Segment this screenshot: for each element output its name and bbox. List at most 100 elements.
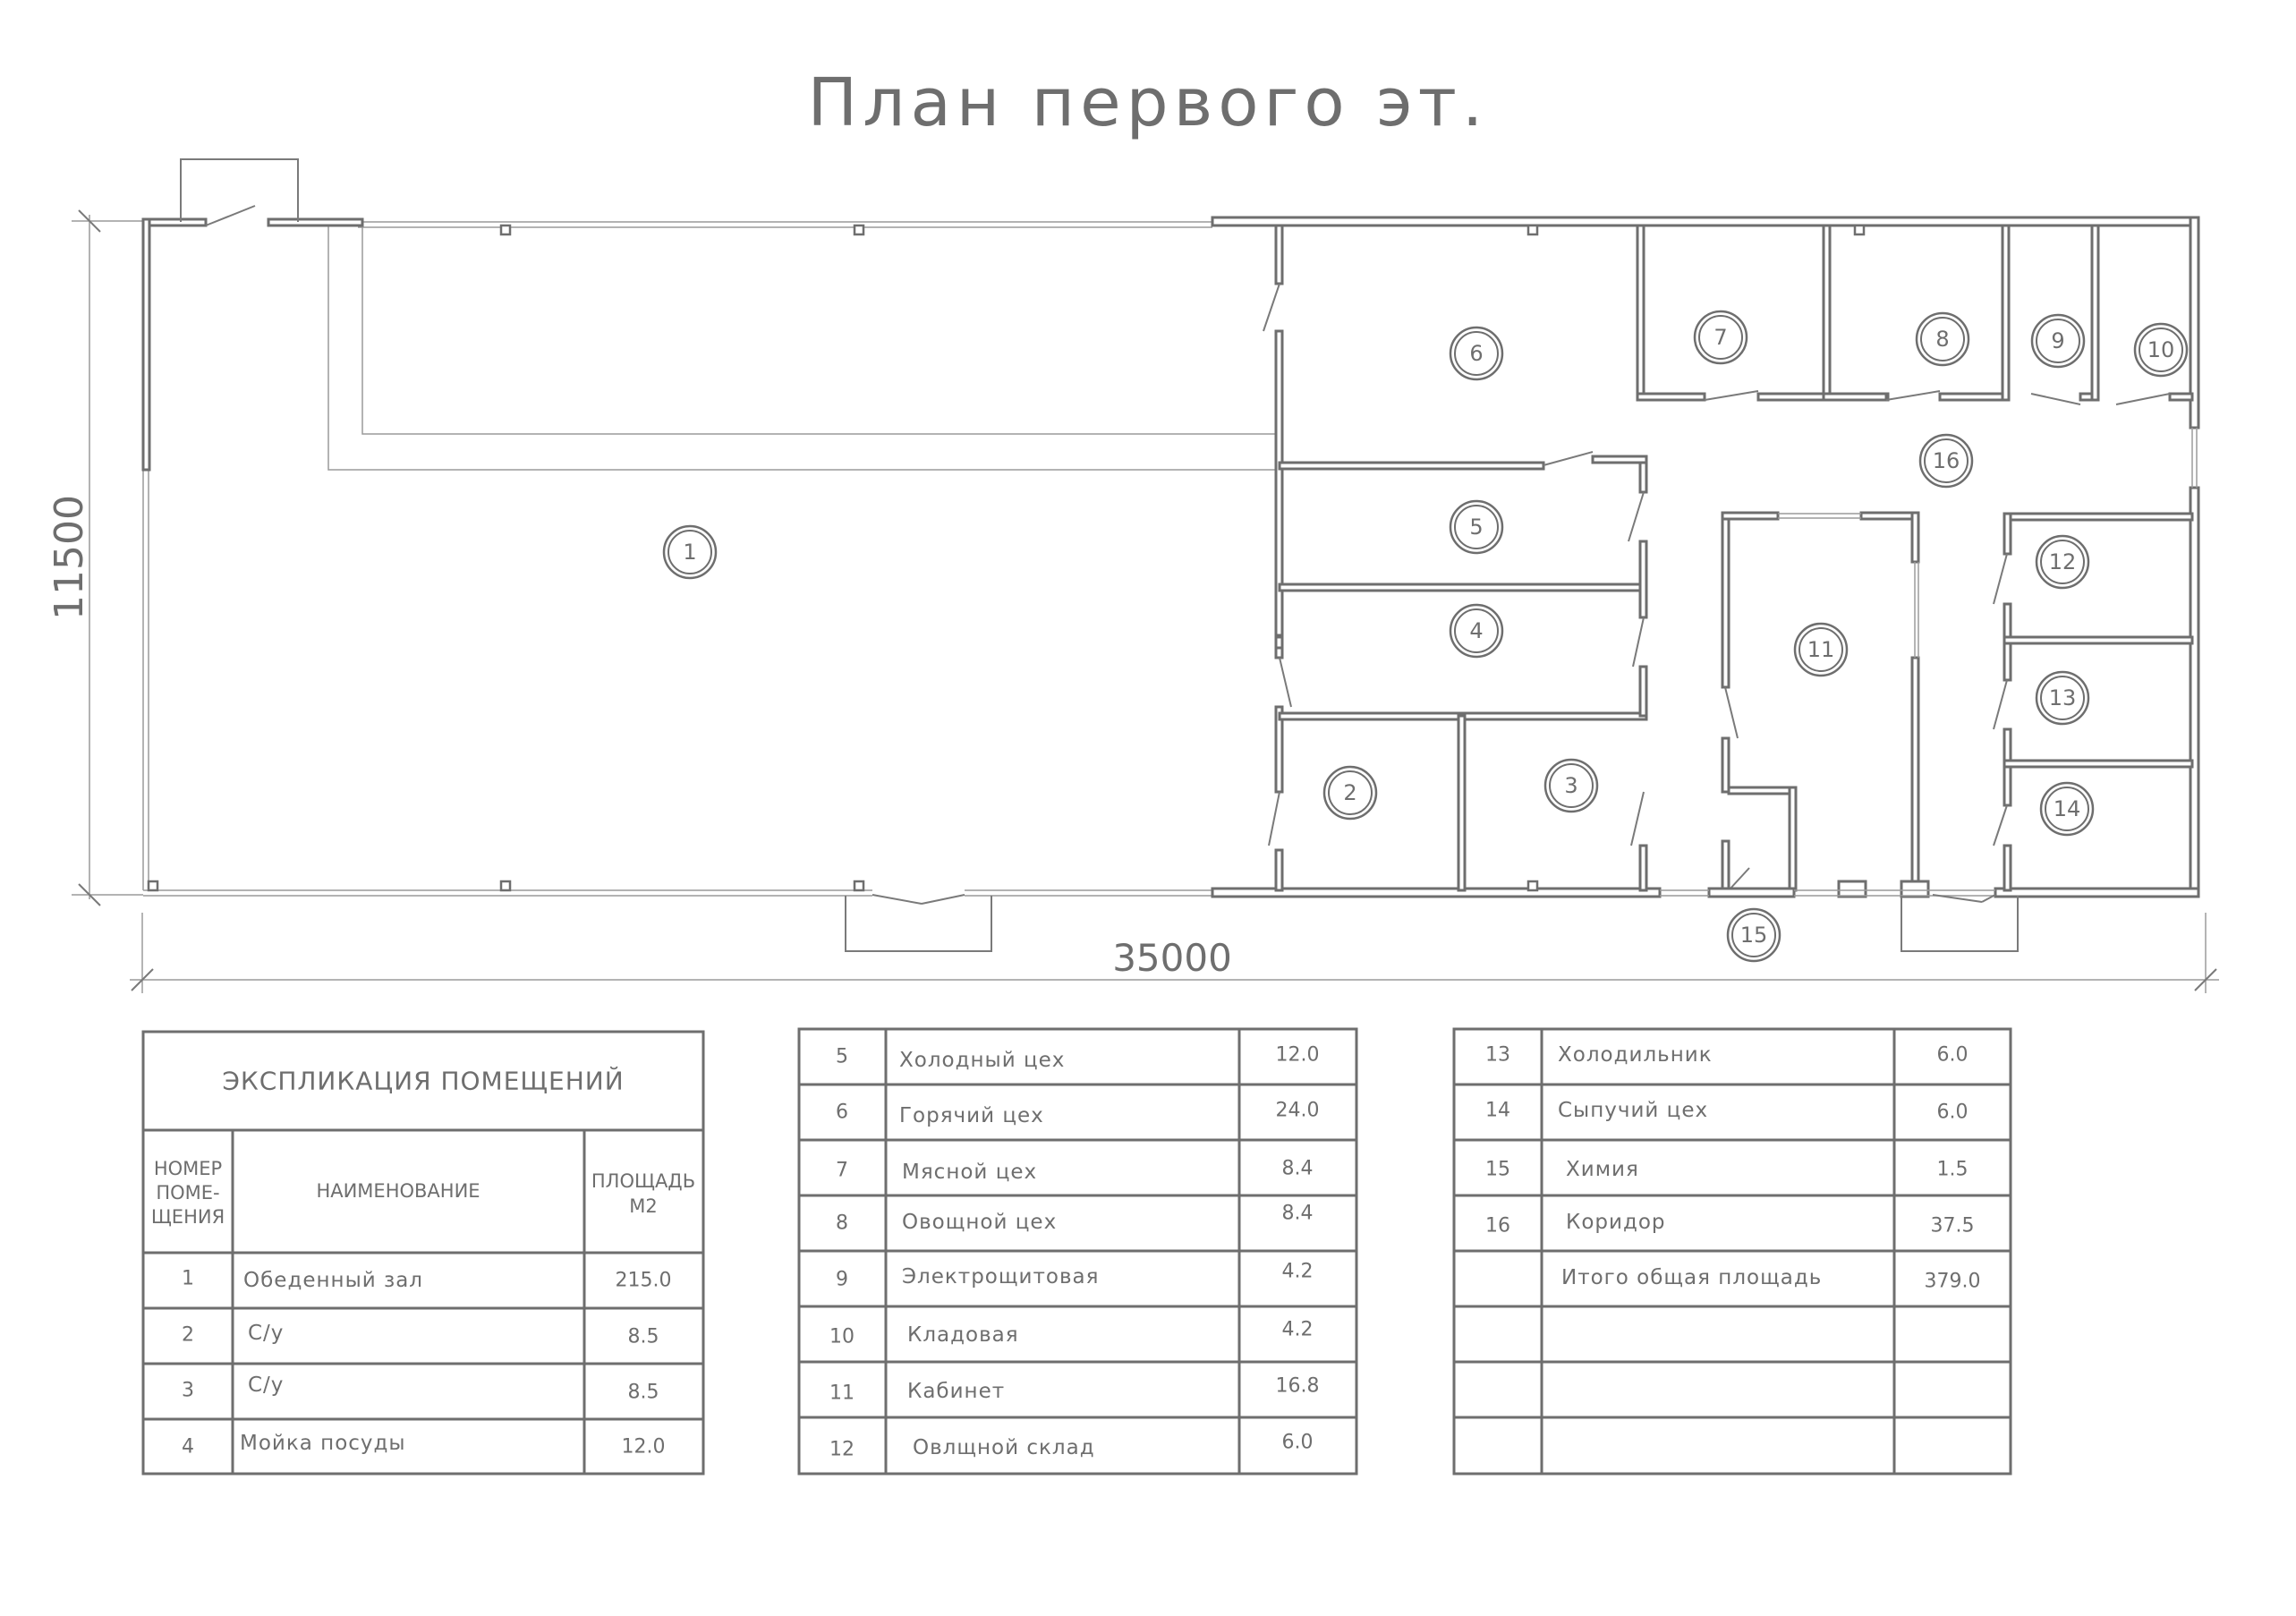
total-label: Итого общая площадь — [1561, 1266, 1822, 1289]
table-total-row: Итого общая площадь 379.0 — [1561, 1266, 1980, 1293]
header-area-2: М2 — [629, 1195, 657, 1217]
row-name: С/у — [248, 1322, 284, 1345]
explication-table-1: ЭКСПЛИКАЦИЯ ПОМЕЩЕНИЙ НОМЕР ПОМЕ- ЩЕНИЯ … — [141, 1030, 705, 1476]
row-area: 4.2 — [1282, 1319, 1314, 1341]
row-name: Химия — [1566, 1158, 1639, 1181]
header-number-2: ПОМЕ- — [156, 1182, 219, 1203]
row-number: 9 — [836, 1269, 848, 1291]
room-tag-2: 2 — [1322, 765, 1378, 821]
room-tag-6: 6 — [1449, 326, 1504, 381]
room-tag-12: 12 — [2035, 534, 2090, 590]
dimension-length-label: 35000 — [1112, 936, 1232, 980]
table-row: 1 Обеденный зал 215.0 — [182, 1268, 671, 1293]
room-tag-5: 5 — [1449, 499, 1504, 555]
room-tag-10: 10 — [2133, 322, 2189, 378]
room-tags: 1 2 3 4 5 6 7 8 9 10 11 12 13 14 15 16 — [662, 310, 2189, 963]
table-row: 6 Горячий цех 24.0 — [836, 1100, 1319, 1128]
row-name: Овлщной склад — [913, 1436, 1095, 1459]
row-area: 6.0 — [1282, 1432, 1314, 1454]
row-number: 8 — [836, 1212, 848, 1235]
row-number: 12 — [829, 1439, 855, 1461]
total-area: 379.0 — [1925, 1271, 1981, 1293]
row-number: 15 — [1485, 1159, 1510, 1181]
svg-text:16: 16 — [1933, 448, 1960, 473]
table-row: 12 Овлщной склад 6.0 — [829, 1432, 1314, 1461]
columns — [147, 224, 1866, 892]
row-name: Кладовая — [907, 1323, 1019, 1347]
row-area: 12.0 — [1276, 1044, 1320, 1067]
row-number: 16 — [1485, 1215, 1510, 1238]
explication-table-2: 5 Холодный цех 12.0 6 Горячий цех 24.0 7… — [797, 1027, 1358, 1476]
row-area: 215.0 — [616, 1270, 672, 1292]
table-row: 13 Холодильник 6.0 — [1485, 1043, 1969, 1067]
row-number: 10 — [829, 1326, 855, 1348]
dimension-width-label: 11500 — [47, 495, 92, 620]
room-tag-8: 8 — [1915, 311, 1970, 367]
row-number: 6 — [836, 1101, 848, 1124]
row-area: 8.5 — [628, 1326, 659, 1348]
row-area: 4.2 — [1282, 1261, 1314, 1283]
row-number: 3 — [182, 1380, 194, 1402]
room-tag-13: 13 — [2035, 670, 2090, 726]
svg-text:8: 8 — [1935, 327, 1949, 352]
svg-text:1: 1 — [683, 540, 696, 565]
svg-text:13: 13 — [2049, 685, 2077, 710]
row-area: 6.0 — [1937, 1101, 1969, 1124]
row-number: 11 — [829, 1382, 855, 1405]
table-row: 5 Холодный цех 12.0 — [836, 1044, 1319, 1073]
svg-text:15: 15 — [1740, 923, 1768, 948]
row-name: Мясной цех — [902, 1161, 1037, 1184]
svg-text:3: 3 — [1564, 773, 1577, 798]
svg-text:2: 2 — [1343, 780, 1356, 805]
svg-text:12: 12 — [2049, 549, 2077, 574]
svg-text:6: 6 — [1469, 341, 1483, 366]
row-area: 6.0 — [1937, 1044, 1969, 1067]
row-name: Овощной цех — [902, 1211, 1057, 1234]
header-number-1: НОМЕР — [154, 1158, 222, 1179]
row-area: 8.4 — [1282, 1158, 1314, 1180]
explication-table-3: 13 Холодильник 6.0 14 Сыпучий цех 6.0 15… — [1452, 1027, 2012, 1476]
row-name: Мойка посуды — [240, 1432, 406, 1455]
table-row: 2 С/у 8.5 — [182, 1322, 659, 1348]
row-number: 13 — [1485, 1044, 1510, 1067]
row-name: Сыпучий цех — [1558, 1099, 1708, 1122]
row-number: 2 — [182, 1324, 194, 1347]
row-area: 8.5 — [628, 1382, 659, 1404]
table-row: 4 Мойка посуды 12.0 — [182, 1432, 665, 1459]
room-tag-11: 11 — [1793, 622, 1849, 677]
row-area: 8.4 — [1282, 1203, 1314, 1225]
table-row: 10 Кладовая 4.2 — [829, 1319, 1314, 1348]
row-area: 37.5 — [1931, 1215, 1975, 1238]
svg-text:9: 9 — [2051, 328, 2064, 353]
header-area-1: ПЛОЩАДЬ — [591, 1170, 695, 1192]
header-name: НАИМЕНОВАНИЕ — [316, 1180, 480, 1202]
table-row: 3 С/у 8.5 — [182, 1374, 659, 1404]
room-tag-16: 16 — [1918, 433, 1974, 489]
room-tag-14: 14 — [2039, 781, 2095, 837]
row-number: 1 — [182, 1268, 194, 1290]
row-name: С/у — [248, 1374, 284, 1397]
row-name: Электрощитовая — [902, 1265, 1099, 1289]
table-row: 7 Мясной цех 8.4 — [836, 1158, 1314, 1185]
room-tag-7: 7 — [1693, 310, 1748, 365]
table-row: 16 Коридор 37.5 — [1485, 1211, 1974, 1238]
svg-text:11: 11 — [1807, 637, 1835, 662]
row-name: Обеденный зал — [243, 1269, 423, 1292]
row-area: 1.5 — [1937, 1159, 1969, 1181]
row-area: 16.8 — [1276, 1375, 1320, 1398]
dimension-lines — [72, 209, 2219, 993]
svg-text:4: 4 — [1469, 618, 1483, 643]
row-name: Холодный цех — [899, 1049, 1065, 1072]
table-row: 14 Сыпучий цех 6.0 — [1485, 1099, 1969, 1124]
row-name: Горячий цех — [899, 1104, 1044, 1127]
row-number: 14 — [1485, 1100, 1510, 1122]
row-number: 5 — [836, 1046, 848, 1068]
table-row: 11 Кабинет 16.8 — [829, 1375, 1319, 1405]
plan-title: План первого эт. — [808, 64, 1489, 141]
table-row: 9 Электрощитовая 4.2 — [836, 1261, 1314, 1291]
room-tag-3: 3 — [1543, 758, 1599, 813]
row-area: 24.0 — [1276, 1100, 1320, 1122]
room-tag-9: 9 — [2030, 313, 2086, 369]
row-name: Холодильник — [1558, 1043, 1713, 1067]
